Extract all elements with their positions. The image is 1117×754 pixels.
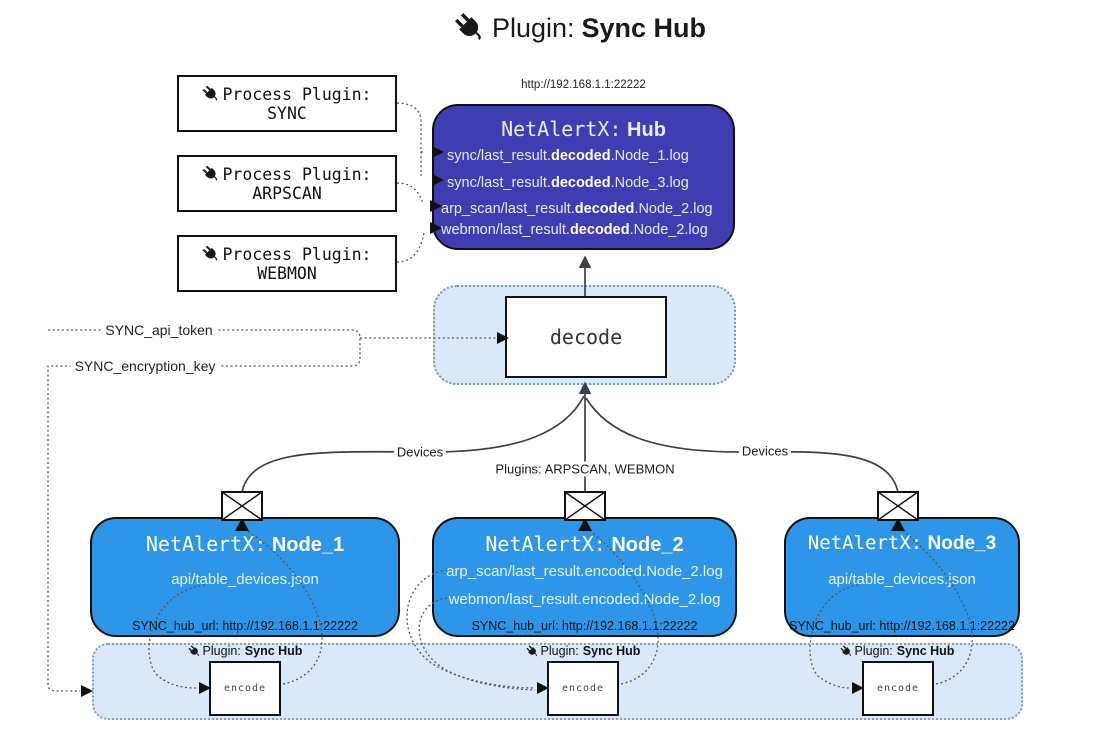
envelope-icon [221, 491, 263, 521]
process-plugin-arpscan: Process Plugin: ARPSCAN [177, 155, 397, 212]
hub-log-line: sync/last_result.decoded.Node_3.log [447, 175, 689, 191]
hub-log-line: webmon/last_result.decoded.Node_2.log [441, 222, 708, 238]
encode-label: encode [561, 683, 605, 694]
devices-label-right: Devices [738, 443, 792, 459]
process-plugin-label: Process Plugin: [222, 84, 372, 104]
process-plugin-sync: Process Plugin: SYNC [177, 75, 397, 132]
strip-plugin-label: Plugin:Sync Hub [483, 644, 683, 658]
page-title-prefix: Plugin: [491, 12, 575, 43]
hub-url: http://192.168.1.1:22222 [521, 79, 646, 91]
encode-box: encode [547, 661, 619, 716]
plug-icon [202, 165, 220, 183]
node-title: NetAlertX: Node_3 [807, 532, 997, 554]
node-file-line: webmon/last_result.encoded.Node_2.log [448, 591, 721, 608]
encode-box: encode [862, 661, 934, 716]
strip-plugin-label: Plugin:Sync Hub [797, 644, 997, 658]
envelope-icon [877, 491, 919, 521]
process-plugin-label: Process Plugin: [222, 164, 372, 184]
node-1-box: NetAlertX: Node_1 api/table_devices.json… [90, 517, 400, 637]
envelope-icon [564, 491, 606, 521]
hub-log-line: arp_scan/last_result.decoded.Node_2.log [441, 201, 713, 217]
node-title: NetAlertX: Node_1 [145, 532, 345, 556]
hub-log-line: sync/last_result.decoded.Node_1.log [447, 148, 689, 164]
plug-icon [526, 645, 539, 658]
node-file-line: api/table_devices.json [171, 571, 319, 588]
node-2-box: NetAlertX: Node_2 arp_scan/last_result.e… [432, 517, 737, 637]
node-file-line: arp_scan/last_result.encoded.Node_2.log [446, 563, 723, 580]
sync-encryption-key-label: SYNC_encryption_key [70, 358, 220, 374]
decode-box: decode [505, 296, 667, 378]
hub-title-name: Hub [627, 119, 666, 141]
conn-sync-plugin [396, 102, 422, 176]
plugins-label-middle: Plugins: ARPSCAN, WEBMON [492, 461, 678, 477]
encode-label: encode [223, 683, 267, 694]
node-hub-url: SYNC_hub_url: http://192.168.1.1:22222 [789, 619, 1015, 633]
plug-icon [188, 645, 201, 658]
sync-api-token-label: SYNC_api_token [101, 322, 217, 338]
process-plugin-webmon: Process Plugin: WEBMON [177, 235, 397, 292]
conn-webmon-plugin [396, 232, 425, 263]
flow-node3-to-decode [585, 397, 899, 493]
hub-box: NetAlertX: Hub sync/last_result.decoded.… [432, 104, 735, 250]
envelope-icons [221, 491, 919, 521]
devices-label-left: Devices [393, 444, 447, 460]
decode-label: decode [549, 325, 623, 349]
node-hub-url: SYNC_hub_url: http://192.168.1.1:22222 [132, 619, 358, 633]
process-plugin-name: WEBMON [257, 263, 317, 283]
conn-arpscan-plugin [396, 182, 424, 205]
plug-icon [454, 12, 486, 44]
process-plugin-name: SYNC [267, 103, 307, 123]
plug-icon [202, 245, 220, 263]
flow-node1-to-decode [241, 395, 585, 493]
node-3-box: NetAlertX: Node_3 api/table_devices.json… [784, 517, 1020, 637]
node-hub-url: SYNC_hub_url: http://192.168.1.1:22222 [471, 619, 698, 633]
strip-plugin-label: Plugin:Sync Hub [145, 644, 345, 658]
plug-icon [840, 645, 853, 658]
page-title: Plugin: Sync Hub [0, 12, 1117, 44]
page-title-name: Sync Hub [581, 12, 707, 43]
encode-label: encode [876, 683, 920, 694]
encode-box: encode [209, 661, 281, 716]
node-file-line: api/table_devices.json [828, 571, 976, 588]
process-plugin-name: ARPSCAN [252, 183, 322, 203]
plug-icon [202, 85, 220, 103]
node-title: NetAlertX: Node_2 [485, 532, 684, 556]
hub-title-prefix: NetAlertX: [501, 117, 622, 141]
hub-title: NetAlertX: Hub [434, 117, 733, 142]
process-plugin-label: Process Plugin: [222, 244, 372, 264]
